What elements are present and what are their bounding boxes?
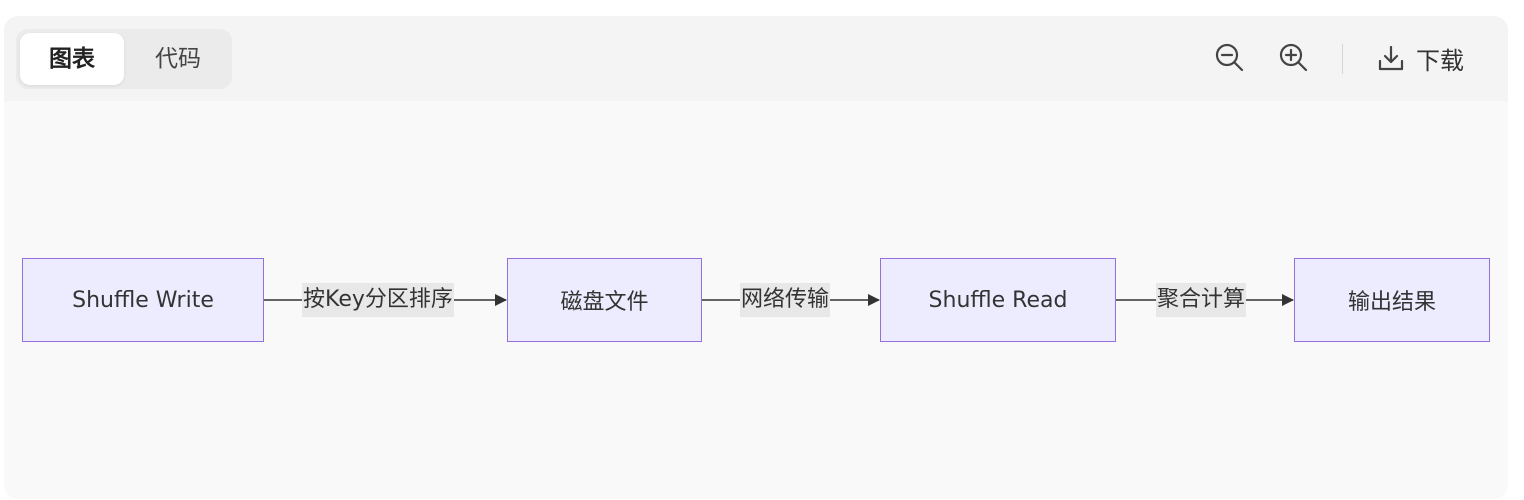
node-shuffle-read[interactable]: Shuffle Read bbox=[880, 258, 1116, 342]
download-label: 下载 bbox=[1416, 46, 1464, 75]
tab-code[interactable]: 代码 bbox=[155, 46, 201, 72]
zoom-in-icon[interactable] bbox=[1276, 40, 1312, 76]
node-output-result[interactable]: 输出结果 bbox=[1294, 258, 1490, 342]
zoom-out-icon[interactable] bbox=[1212, 40, 1248, 76]
edge-label: 聚合计算 bbox=[1156, 283, 1247, 317]
download-button[interactable]: 下载 bbox=[1376, 38, 1464, 78]
node-disk-file[interactable]: 磁盘文件 bbox=[507, 258, 702, 342]
toolbar: 图表 代码 下载 bbox=[4, 16, 1508, 101]
download-icon bbox=[1378, 45, 1404, 71]
edge-label: 按Key分区排序 bbox=[302, 283, 454, 317]
edge-label: 网络传输 bbox=[740, 283, 831, 317]
tab-chart[interactable]: 图表 bbox=[20, 33, 124, 85]
node-shuffle-write[interactable]: Shuffle Write bbox=[22, 258, 264, 342]
diagram-panel: 图表 代码 下载 bbox=[4, 16, 1508, 499]
view-toggle: 图表 代码 bbox=[16, 29, 232, 89]
toolbar-divider bbox=[1342, 44, 1343, 74]
